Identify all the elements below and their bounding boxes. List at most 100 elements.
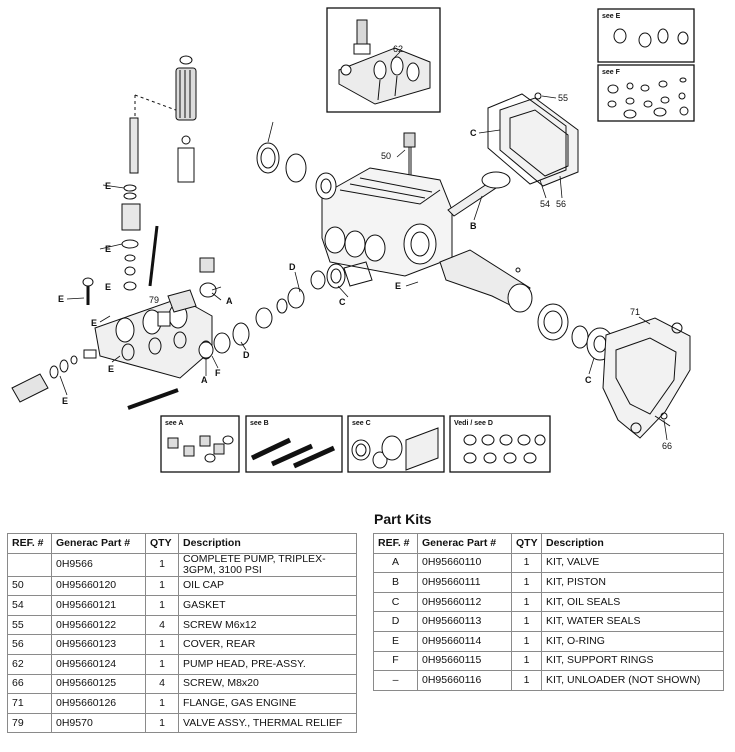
cell-qty: 1 <box>145 634 179 655</box>
cell-desc: GASKET <box>178 595 357 616</box>
callout-d-1: D <box>289 262 296 272</box>
cell-part: 0H95660123 <box>51 634 146 655</box>
cell-part: 0H95660114 <box>417 630 512 652</box>
col-ref: REF. # <box>7 533 52 554</box>
table-row: A 0H95660110 1 KIT, VALVE <box>373 552 724 574</box>
cell-qty: 1 <box>511 630 542 652</box>
table-row: 0H9566 1 COMPLETE PUMP, TRIPLEX-3GPM, 31… <box>7 552 357 577</box>
callout-a-1: A <box>226 296 233 306</box>
callout-a-2: A <box>201 375 208 385</box>
cell-part: 0H95660115 <box>417 650 512 672</box>
callout-e-7: E <box>108 364 114 374</box>
cell-qty: 1 <box>145 575 179 597</box>
cell-desc: FLANGE, GAS ENGINE <box>178 693 357 714</box>
cell-qty: 4 <box>145 673 179 695</box>
inset-label-see-e: see E <box>602 13 621 20</box>
cell-desc: KIT, WATER SEALS <box>541 611 724 632</box>
col-description: Description <box>178 533 357 554</box>
callout-62: 62 <box>393 44 403 54</box>
inset-kit-d <box>449 415 551 473</box>
inset-label-see-f: see F <box>602 69 621 76</box>
cell-part: 0H9570 <box>51 712 146 734</box>
callout-e-4: E <box>58 294 64 304</box>
cell-part: 0H95660124 <box>51 653 146 675</box>
cell-qty: 1 <box>511 670 542 691</box>
oil-cap <box>403 132 416 190</box>
cell-desc: KIT, PISTON <box>541 572 724 593</box>
cell-ref <box>7 552 52 577</box>
cell-part: 0H95660111 <box>417 572 512 593</box>
col-ref: REF. # <box>373 533 418 554</box>
crankshaft <box>439 249 614 361</box>
water-seals-group <box>213 261 373 354</box>
callout-66: 66 <box>662 441 672 451</box>
callout-f: F <box>215 368 221 378</box>
table-row: 66 0H95660125 4 SCREW, M8x20 <box>7 673 357 695</box>
col-part-number: Generac Part # <box>51 533 146 554</box>
col-qty: QTY <box>145 533 179 554</box>
table-row: 50 0H95660120 1 OIL CAP <box>7 575 357 597</box>
callout-c-cover: C <box>470 128 477 138</box>
callout-55: 55 <box>558 93 568 103</box>
cell-qty: 1 <box>511 611 542 632</box>
cell-qty: 1 <box>511 552 542 574</box>
part-kits-title: Part Kits <box>374 511 432 527</box>
cell-qty: 1 <box>145 712 179 734</box>
exploded-parts-diagram: 62 55 C 50 54 56 B E E E E E 79 A D C E … <box>11 7 695 473</box>
cell-ref: E <box>373 630 418 652</box>
cell-qty: 1 <box>511 650 542 672</box>
table-row: 55 0H95660122 4 SCREW M6x12 <box>7 614 357 636</box>
inset-kit-a <box>160 415 240 473</box>
inset-label-see-b: see B <box>250 420 269 427</box>
table-row: 54 0H95660121 1 GASKET <box>7 595 357 616</box>
cell-desc: KIT, O-RING <box>541 630 724 652</box>
callout-79: 79 <box>149 295 159 305</box>
callout-d-2: D <box>243 350 250 360</box>
cell-ref: 54 <box>7 595 52 616</box>
cell-part: 0H95660113 <box>417 611 512 632</box>
callout-50: 50 <box>381 151 391 161</box>
cell-qty: 4 <box>145 614 179 636</box>
cell-ref: 71 <box>7 693 52 714</box>
cell-ref: D <box>373 611 418 632</box>
table-row: – 0H95660116 1 KIT, UNLOADER (NOT SHOWN) <box>373 670 724 691</box>
inset-kit-e <box>597 8 695 63</box>
inset-label-see-c: see C <box>352 420 371 427</box>
cell-part: 0H95660112 <box>417 591 512 613</box>
table-row: 79 0H9570 1 VALVE ASSY., THERMAL RELIEF <box>7 712 357 734</box>
cell-desc: COMPLETE PUMP, TRIPLEX-3GPM, 3100 PSI <box>178 552 357 577</box>
cell-qty: 1 <box>511 591 542 613</box>
table-row: 62 0H95660124 1 PUMP HEAD, PRE-ASSY. <box>7 653 357 675</box>
callout-56: 56 <box>556 199 566 209</box>
cell-desc: KIT, UNLOADER (NOT SHOWN) <box>541 670 724 691</box>
inset-pump-head <box>326 7 441 113</box>
cell-ref: – <box>373 670 418 691</box>
cell-qty: 1 <box>145 552 179 577</box>
oil-seals-left <box>256 142 337 200</box>
cell-desc: KIT, OIL SEALS <box>541 591 724 613</box>
cell-ref: 79 <box>7 712 52 734</box>
cell-part: 0H95660120 <box>51 575 146 597</box>
cell-desc: SCREW M6x12 <box>178 614 357 636</box>
table-row: F 0H95660115 1 KIT, SUPPORT RINGS <box>373 650 724 672</box>
table-row: E 0H95660114 1 KIT, O-RING <box>373 630 724 652</box>
table-row: D 0H95660113 1 KIT, WATER SEALS <box>373 611 724 632</box>
rear-cover-and-gasket <box>487 92 579 187</box>
inset-label-see-d: Vedi / see D <box>454 420 493 427</box>
callout-71: 71 <box>630 307 640 317</box>
cell-part: 0H95660125 <box>51 673 146 695</box>
gas-engine-flange <box>602 317 691 439</box>
parts-table: REF. # Generac Part # QTY Description 0H… <box>7 533 357 734</box>
callout-e-2: E <box>105 244 111 254</box>
cell-part: 0H95660116 <box>417 670 512 691</box>
cell-part: 0H95660122 <box>51 614 146 636</box>
cell-ref: 66 <box>7 673 52 695</box>
crankcase <box>321 167 453 277</box>
cell-desc: VALVE ASSY., THERMAL RELIEF <box>178 712 357 734</box>
callout-e-1: E <box>105 181 111 191</box>
outlet-fitting <box>11 349 179 410</box>
cell-desc: COVER, REAR <box>178 634 357 655</box>
cell-ref: 50 <box>7 575 52 597</box>
cell-desc: OIL CAP <box>178 575 357 597</box>
cell-qty: 1 <box>511 572 542 593</box>
